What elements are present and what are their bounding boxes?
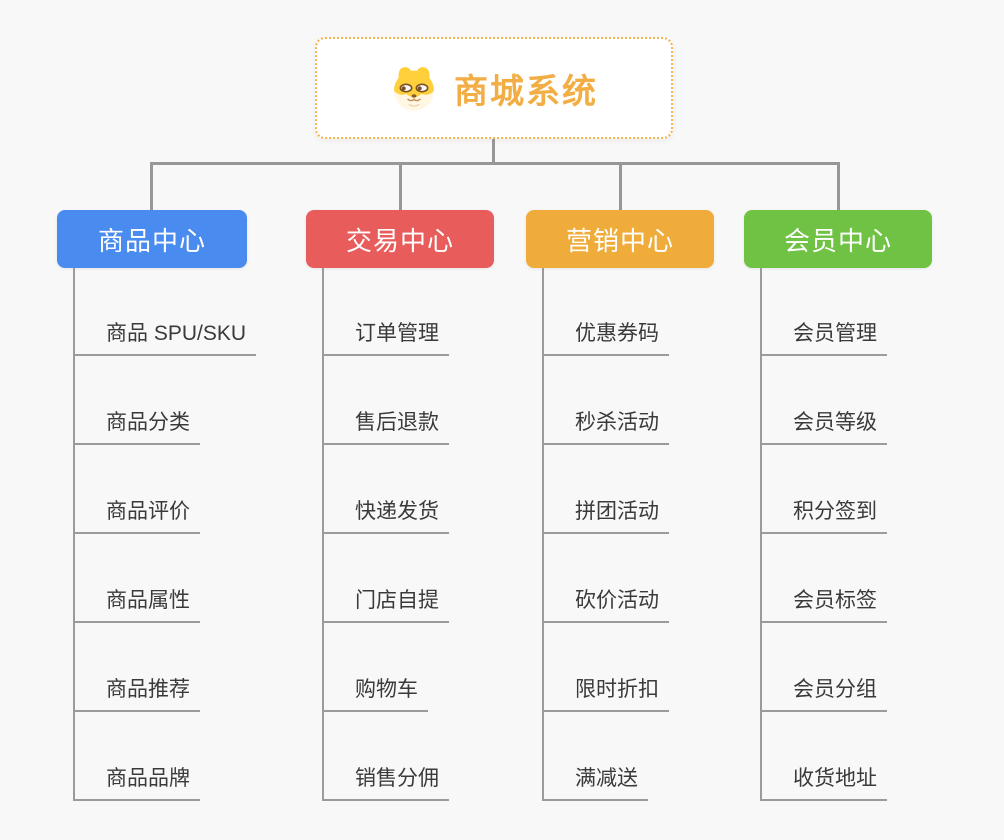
branch-marketing: 营销中心 优惠券码 秒杀活动 拼团活动 砍价活动 限时折扣 满减送 (526, 210, 714, 801)
leaf-node[interactable]: 会员标签 (760, 590, 887, 623)
branch-label: 交易中心 (345, 225, 454, 256)
leaf-node[interactable]: 会员分组 (760, 679, 887, 712)
leaf-node[interactable]: 商品分类 (73, 412, 200, 445)
connector-drop-member (837, 162, 840, 210)
connector-drop-trade (399, 162, 402, 210)
leaf-node[interactable]: 秒杀活动 (542, 412, 669, 445)
leaf-node[interactable]: 门店自提 (322, 590, 449, 623)
leaf-node[interactable]: 销售分佣 (322, 768, 449, 801)
leaf-node[interactable]: 商品 SPU/SKU (73, 323, 257, 356)
leaf-node[interactable]: 满减送 (542, 768, 648, 801)
leaf-node[interactable]: 积分签到 (760, 501, 887, 534)
branch-label: 营销中心 (565, 225, 674, 256)
branch-trunk-line (760, 268, 762, 800)
branch-label: 会员中心 (783, 225, 892, 256)
leaf-node[interactable]: 限时折扣 (542, 679, 669, 712)
leaf-node[interactable]: 收货地址 (760, 768, 887, 801)
branch-trunk-line (322, 268, 324, 800)
branch-trunk-line (73, 268, 75, 800)
branch-header-product[interactable]: 商品中心 (57, 210, 247, 268)
leaf-node[interactable]: 商品属性 (73, 590, 200, 623)
leaf-node[interactable]: 订单管理 (322, 323, 449, 356)
leaf-node[interactable]: 商品品牌 (73, 768, 200, 801)
dog-face-icon (394, 67, 434, 111)
branch-header-marketing[interactable]: 营销中心 (526, 210, 714, 268)
branch-member: 会员中心 会员管理 会员等级 积分签到 会员标签 会员分组 收货地址 (744, 210, 932, 801)
leaf-node[interactable]: 拼团活动 (542, 501, 669, 534)
leaf-node[interactable]: 快递发货 (322, 501, 449, 534)
branch-header-member[interactable]: 会员中心 (744, 210, 932, 268)
leaf-node[interactable]: 会员管理 (760, 323, 887, 356)
branch-trade: 交易中心 订单管理 售后退款 快递发货 门店自提 购物车 销售分佣 (306, 210, 494, 801)
leaf-node[interactable]: 商品评价 (73, 501, 200, 534)
branch-label: 商品中心 (97, 225, 206, 256)
branch-header-trade[interactable]: 交易中心 (306, 210, 494, 268)
leaf-node[interactable]: 会员等级 (760, 412, 887, 445)
root-title: 商城系统 (454, 72, 598, 111)
connector-root-stem (492, 139, 495, 164)
connector-drop-marketing (619, 162, 622, 210)
connector-horizontal (150, 162, 840, 165)
leaf-node[interactable]: 优惠券码 (542, 323, 669, 356)
leaf-node[interactable]: 购物车 (322, 679, 428, 712)
leaf-node[interactable]: 售后退款 (322, 412, 449, 445)
leaf-node[interactable]: 砍价活动 (542, 590, 669, 623)
branch-product: 商品中心 商品 SPU/SKU 商品分类 商品评价 商品属性 商品推荐 商品品牌 (57, 210, 257, 801)
branch-trunk-line (542, 268, 544, 800)
leaf-node[interactable]: 商品推荐 (73, 679, 200, 712)
root-node[interactable]: 商城系统 (315, 37, 673, 139)
connector-drop-product (150, 162, 153, 210)
